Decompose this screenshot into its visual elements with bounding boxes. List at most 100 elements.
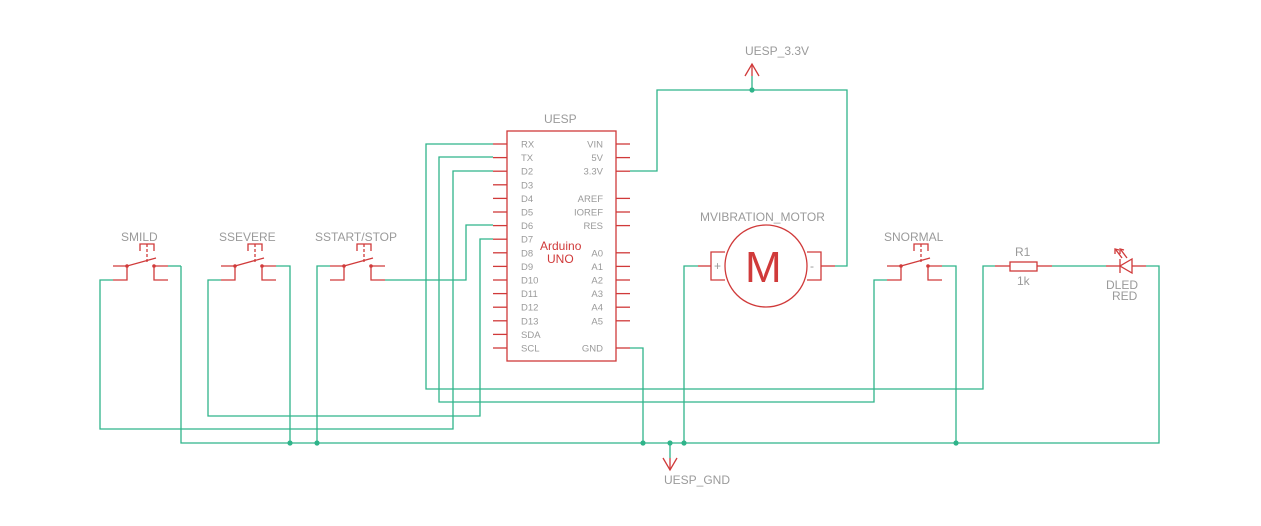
pin-label: D5: [521, 208, 533, 219]
pin-label: D2: [521, 167, 533, 178]
led-dled[interactable]: DLED RED: [1106, 248, 1146, 303]
switch-label: SMILD: [121, 230, 158, 244]
switch-contact-left: [330, 265, 345, 281]
pin-label: TX: [521, 153, 534, 164]
pin-label: D4: [521, 194, 533, 205]
light-emission-icon: [1114, 248, 1128, 259]
pin-label: SCL: [521, 344, 539, 355]
switch-blade: [126, 257, 157, 267]
chip-name: UESP: [544, 112, 577, 126]
chip-value-line2: UNO: [547, 252, 574, 266]
switch-contact-right: [153, 265, 168, 281]
pin-label: A3: [591, 289, 603, 300]
pin-label: A4: [591, 303, 603, 314]
pin-label: 5V: [591, 153, 603, 164]
led-name: DLED: [1106, 278, 1138, 292]
switch-pivot: [152, 264, 156, 268]
pin-label: IOREF: [574, 208, 603, 219]
switch-pivot: [899, 264, 903, 268]
switch-ssevere[interactable]: SSEVERE: [219, 230, 276, 281]
wire-d6: [385, 224, 493, 281]
resistor-r1[interactable]: R1 1k: [995, 245, 1052, 288]
resistor-body: [1009, 261, 1038, 272]
switch-blade: [343, 257, 374, 267]
wire-tx: [438, 156, 887, 403]
switch-label: SSTART/STOP: [315, 230, 397, 244]
pin-label: RES: [583, 221, 603, 232]
switch-blade: [234, 257, 265, 267]
pin-label: AREF: [578, 194, 604, 205]
supply-gnd[interactable]: UESP_GND: [662, 457, 730, 487]
switch-contact-right: [370, 265, 385, 281]
pin-label: D9: [521, 262, 533, 273]
switch-pivot: [125, 264, 129, 268]
pin-label: RX: [521, 140, 535, 151]
switch-blade: [900, 257, 931, 267]
pin-label: A5: [591, 316, 603, 327]
switch-contact-right: [927, 265, 942, 281]
switch-contact-right: [261, 265, 276, 281]
wire-sstart-left: [316, 265, 330, 443]
pin-label: 3.3V: [583, 167, 603, 178]
pin-label: D13: [521, 316, 538, 327]
junction: [749, 87, 755, 93]
switch-contact-left: [887, 265, 902, 281]
pin-label: D3: [521, 180, 533, 191]
junction: [667, 440, 673, 446]
wire-gnd-bus: [180, 265, 1160, 444]
junction: [953, 440, 959, 446]
wire-snormal-right: [942, 265, 957, 443]
pin-label: A1: [591, 262, 603, 273]
wire-3v3: [630, 89, 848, 267]
switch-snormal[interactable]: SNORMAL: [884, 230, 944, 281]
pin-label: D12: [521, 303, 538, 314]
chip-value-line1: Arduino: [540, 239, 582, 253]
switch-label: SNORMAL: [884, 230, 944, 244]
wire-chip-gnd: [630, 347, 644, 443]
wire-rx: [425, 143, 995, 390]
switch-label: SSEVERE: [219, 230, 276, 244]
wire-ssevere-right: [276, 265, 291, 443]
pin-label: D6: [521, 221, 533, 232]
pin-label: A0: [591, 248, 603, 259]
switch-smild[interactable]: SMILD: [113, 230, 168, 281]
switch-sstart[interactable]: SSTART/STOP: [315, 230, 397, 281]
junction: [640, 440, 646, 446]
wire-d7: [207, 238, 493, 417]
resistor-name: R1: [1015, 245, 1031, 259]
motor-plus-sign: +: [714, 259, 721, 273]
supply-3v3-label: UESP_3.3V: [745, 44, 809, 58]
supply-3v3[interactable]: UESP_3.3V: [744, 44, 809, 77]
pin-label: D7: [521, 235, 533, 246]
switch-pivot: [926, 264, 930, 268]
wire-d2: [99, 170, 493, 430]
motor-symbol: M: [745, 243, 782, 292]
switch-pivot: [260, 264, 264, 268]
switch-contact-left: [113, 265, 128, 281]
pin-label: VIN: [587, 140, 603, 151]
pin-label: GND: [582, 344, 603, 355]
switch-pivot: [369, 264, 373, 268]
vibration-motor[interactable]: MVIBRATION_MOTOR M + -: [698, 210, 835, 308]
wires: [99, 76, 1160, 458]
resistor-value: 1k: [1017, 274, 1031, 288]
chip-uesp[interactable]: UESP Arduino UNO RXTXD2D3D4D5D6D7D8D9D10…: [493, 112, 630, 362]
switch-pivot: [233, 264, 237, 268]
junction: [287, 440, 293, 446]
led-triangle: [1118, 257, 1133, 275]
pin-label: D10: [521, 276, 538, 287]
motor-minus-sign: -: [810, 259, 814, 273]
pin-label: A2: [591, 276, 603, 287]
switch-pivot: [342, 264, 346, 268]
chip-body: [506, 130, 617, 362]
supply-gnd-label: UESP_GND: [664, 473, 730, 487]
motor-name: MVIBRATION_MOTOR: [700, 210, 825, 224]
wire-motor-plus: [683, 265, 698, 443]
junction: [681, 440, 687, 446]
led-value: RED: [1112, 289, 1138, 303]
junction: [314, 440, 320, 446]
switch-contact-left: [221, 265, 236, 281]
pin-label: SDA: [521, 330, 541, 341]
motor-circle: [724, 224, 808, 308]
